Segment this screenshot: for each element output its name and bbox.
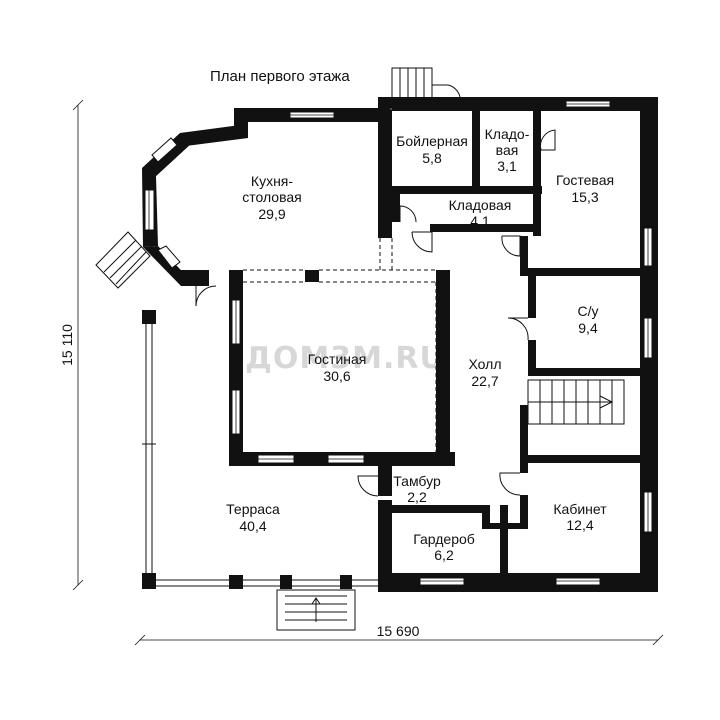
room-vestibule: Тамбур 2,2 bbox=[393, 473, 441, 505]
room-guest-name: Гостевая bbox=[556, 172, 614, 188]
room-kitchen-name-2: столовая bbox=[242, 189, 302, 205]
width-dimension-label: 15 690 bbox=[377, 623, 420, 639]
room-study: Кабинет 12,4 bbox=[553, 501, 607, 533]
room-storage2-name: Кладовая bbox=[449, 197, 512, 213]
dimension-height bbox=[72, 99, 84, 591]
doors bbox=[195, 84, 556, 513]
room-vestibule-name: Тамбур bbox=[393, 473, 441, 489]
room-terrace-area: 40,4 bbox=[239, 518, 266, 534]
room-storage1-area: 3,1 bbox=[497, 158, 517, 174]
interior-stairs bbox=[527, 379, 625, 425]
room-terrace: Терраса 40,4 bbox=[226, 501, 280, 534]
dimension-width bbox=[134, 634, 664, 646]
room-living-name: Гостиная bbox=[308, 351, 367, 367]
room-boiler: Бойлерная 5,8 bbox=[396, 133, 468, 166]
room-bath-name: С/у bbox=[578, 303, 599, 319]
windows bbox=[144, 100, 653, 586]
room-kitchen-name-1: Кухня- bbox=[251, 173, 293, 189]
room-bath-area: 9,4 bbox=[578, 320, 598, 336]
room-terrace-name: Терраса bbox=[226, 501, 280, 517]
openings bbox=[243, 238, 449, 452]
plan-title: План первого этажа bbox=[210, 68, 350, 85]
entrance-steps-bottom bbox=[276, 589, 356, 631]
room-hall: Холл 22,7 bbox=[469, 356, 502, 389]
room-wardrobe-name: Гардероб bbox=[413, 531, 475, 547]
room-storage2: Кладовая 4,1 bbox=[449, 197, 512, 229]
room-guest: Гостевая 15,3 bbox=[556, 172, 614, 205]
room-kitchen-area: 29,9 bbox=[258, 206, 285, 222]
room-wardrobe: Гардероб 6,2 bbox=[413, 531, 475, 563]
room-storage1-name-2: вая bbox=[496, 142, 519, 158]
room-boiler-area: 5,8 bbox=[422, 150, 442, 166]
room-living: Гостиная 30,6 bbox=[308, 351, 367, 384]
room-bath: С/у 9,4 bbox=[578, 303, 599, 336]
room-living-area: 30,6 bbox=[323, 368, 350, 384]
room-kitchen: Кухня- столовая 29,9 bbox=[242, 173, 302, 222]
height-dimension-label: 15 110 bbox=[59, 324, 75, 366]
room-storage2-area: 4,1 bbox=[470, 213, 490, 229]
entrance-steps-top bbox=[391, 67, 433, 99]
room-boiler-name: Бойлерная bbox=[396, 133, 468, 149]
room-guest-area: 15,3 bbox=[571, 189, 598, 205]
room-storage1: Кладо- вая 3,1 bbox=[485, 126, 530, 174]
entrance-steps-side bbox=[95, 231, 151, 289]
room-vestibule-area: 2,2 bbox=[407, 489, 427, 505]
room-hall-area: 22,7 bbox=[471, 373, 498, 389]
room-wardrobe-area: 6,2 bbox=[434, 547, 454, 563]
room-study-area: 12,4 bbox=[566, 517, 593, 533]
room-hall-name: Холл bbox=[469, 356, 502, 372]
room-study-name: Кабинет bbox=[553, 501, 607, 517]
watermark-text: ДОМ3М.RU bbox=[245, 341, 445, 376]
room-storage1-name-1: Кладо- bbox=[485, 126, 530, 142]
